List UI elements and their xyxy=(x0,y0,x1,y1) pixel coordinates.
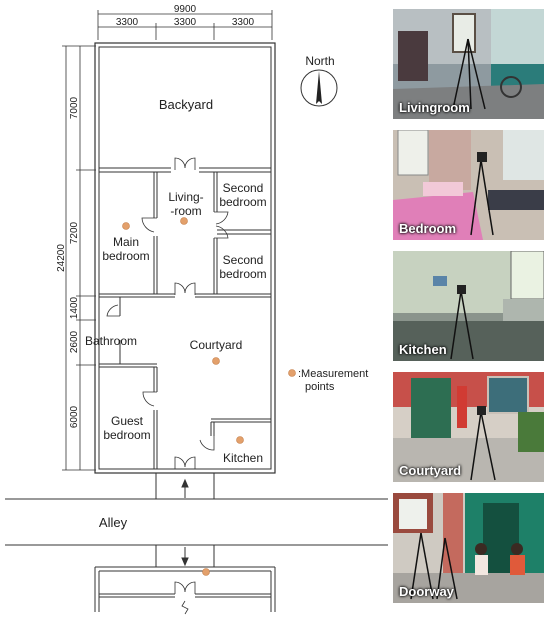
measurement-points xyxy=(122,217,296,576)
dim-left-seg-2: 7200 xyxy=(69,221,80,244)
dim-left-seg-5: 6000 xyxy=(69,405,80,428)
room-label-second-bedroom-b-1: Second xyxy=(223,253,264,267)
legend-line-2: points xyxy=(305,381,335,393)
room-label-second-bedroom-a-2: bedroom xyxy=(219,195,266,209)
photo-kitchen: Kitchen xyxy=(393,251,544,361)
entrance-arrows xyxy=(181,478,189,567)
measurement-point-courtyard xyxy=(212,357,220,365)
room-label-guest-bedroom-1: Guest xyxy=(111,414,144,428)
room-label-bathroom: Bathroom xyxy=(85,334,137,348)
dim-top-seg-2: 3300 xyxy=(174,17,197,28)
room-label-guest-bedroom-2: bedroom xyxy=(103,428,150,442)
dim-left-seg-1: 7000 xyxy=(69,96,80,119)
doorway-building xyxy=(94,566,276,615)
left-dimension xyxy=(62,45,96,471)
photo-caption-livingroom: Livingroom xyxy=(399,100,470,115)
door-swings xyxy=(106,157,229,594)
area-label-alley: Alley xyxy=(99,515,128,530)
photo-livingroom: Livingroom xyxy=(393,9,544,119)
photo-courtyard: Courtyard xyxy=(393,372,544,482)
measurement-point-living-room xyxy=(180,217,188,225)
walls xyxy=(94,42,276,474)
dim-top-seg-3: 3300 xyxy=(232,17,255,28)
legend-marker xyxy=(288,369,296,377)
room-label-second-bedroom-b-2: bedroom xyxy=(219,267,266,281)
dim-left-seg-4: 2600 xyxy=(69,330,80,353)
dim-top-seg-1: 3300 xyxy=(116,17,139,28)
compass-label: North xyxy=(305,54,334,68)
room-label-main-bedroom-2: bedroom xyxy=(102,249,149,263)
photo-caption-kitchen: Kitchen xyxy=(399,342,447,357)
photo-bedroom: Bedroom xyxy=(393,130,544,240)
legend-line-1: :Measurement xyxy=(298,368,368,380)
measurement-point-doorway xyxy=(202,568,210,576)
measurement-point-kitchen xyxy=(236,436,244,444)
measurement-point-main-bedroom xyxy=(122,222,130,230)
room-label-courtyard: Courtyard xyxy=(190,338,243,352)
north-arrow-icon xyxy=(316,71,322,104)
photo-caption-doorway: Doorway xyxy=(399,584,454,599)
room-label-living-2: -room xyxy=(170,204,201,218)
dim-left-seg-3: 1400 xyxy=(69,296,80,319)
floor-plan: 9900 3300 3300 3300 24200 7000 7200 1400… xyxy=(5,4,388,615)
room-label-kitchen: Kitchen xyxy=(223,451,263,465)
compass: North xyxy=(300,54,338,107)
photo-doorway: Doorway xyxy=(393,493,544,603)
room-label-main-bedroom-1: Main xyxy=(113,235,139,249)
photo-caption-courtyard: Courtyard xyxy=(399,463,462,478)
alley-lines xyxy=(5,473,388,567)
room-label-living-1: Living- xyxy=(168,190,203,204)
photo-caption-bedroom: Bedroom xyxy=(399,221,457,236)
room-label-backyard: Backyard xyxy=(159,97,213,112)
dim-left-total: 24200 xyxy=(56,244,67,272)
room-label-second-bedroom-a-1: Second xyxy=(223,181,264,195)
dim-top-total: 9900 xyxy=(174,4,197,15)
top-dimension xyxy=(97,10,273,40)
